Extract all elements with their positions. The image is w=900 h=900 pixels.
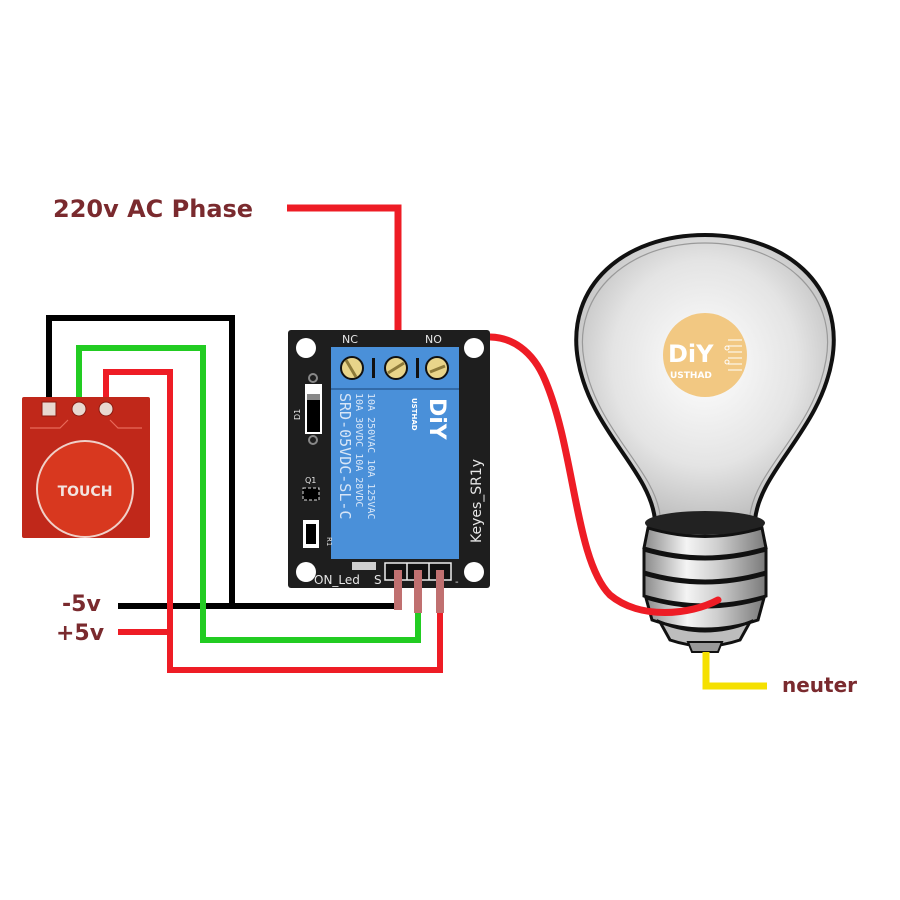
pin-sig [71, 401, 87, 417]
relay-body [331, 347, 459, 559]
lamp-wire [434, 333, 722, 616]
gnd-wire-relay [118, 588, 401, 609]
relay-module: NC NO SRD-05VDC-SL-C 10A 30VDC 10A 28VDC… [288, 330, 490, 588]
on-led [352, 562, 376, 570]
q1-label: Q1 [305, 476, 316, 485]
relay-brand-text: Keyes_SR1y [469, 459, 485, 543]
light-bulb: DiY USTHAD [574, 232, 836, 653]
terminal-nc[interactable] [340, 356, 364, 380]
relay-logo: DiY USTHAD [410, 398, 449, 441]
phase-label: 220v AC Phase [53, 195, 253, 223]
pin-gnd [41, 401, 57, 417]
gnd-wire-sensor [46, 315, 235, 606]
neutral-wire [702, 652, 767, 690]
touch-label: TOUCH [58, 484, 113, 500]
mount-hole [464, 562, 484, 582]
neutral-label: neuter [782, 673, 857, 697]
pin-vcc [98, 401, 114, 417]
terminal-no[interactable] [425, 356, 449, 380]
mount-hole [296, 338, 316, 358]
touch-pad[interactable] [36, 440, 134, 538]
vcc-wire [103, 369, 443, 673]
bulb-logo-circle [663, 313, 747, 397]
phase-wire [287, 204, 402, 366]
pin-s-label: S [374, 573, 382, 587]
bulb-logo-text: DiY [668, 340, 714, 368]
terminal-nc-label: NC [342, 333, 358, 346]
on-led-label: ON_Led [314, 573, 360, 587]
pin-minus-label: - [455, 577, 459, 588]
bulb-logo-subtext: USTHAD [670, 371, 712, 381]
touch-sensor-module: TOUCH [22, 397, 150, 538]
transistor-q1 [302, 487, 320, 501]
signal-wire [76, 345, 421, 643]
mount-hole [296, 562, 316, 582]
bulb-neck [645, 511, 765, 535]
relay-rating-dc: 10A 30VDC 10A 28VDC [353, 393, 364, 507]
relay-logo-subtext: USTHAD [410, 398, 418, 431]
minus-5v-label: -5v [62, 592, 101, 617]
svg-text:D1: D1 [293, 409, 302, 420]
plus-5v-label: +5v [56, 621, 105, 646]
terminal-com[interactable] [384, 356, 408, 380]
relay-model-text: SRD-05VDC-SL-C [336, 393, 354, 519]
terminal-no-label: NO [425, 333, 442, 346]
relay-logo-text: DiY [424, 398, 449, 441]
diode-d1: D1 [293, 373, 322, 445]
relay-rating-ac: 10A 250VAC 10A 125VAC [365, 393, 376, 519]
svg-text:R1: R1 [325, 537, 333, 546]
bulb-screw-base [642, 526, 768, 653]
resistor-r1: R1 [303, 520, 333, 548]
mount-hole [464, 338, 484, 358]
circuit-icon [724, 339, 742, 371]
bulb-inner-outline [581, 242, 829, 516]
bulb-logo: DiY USTHAD [663, 313, 747, 397]
